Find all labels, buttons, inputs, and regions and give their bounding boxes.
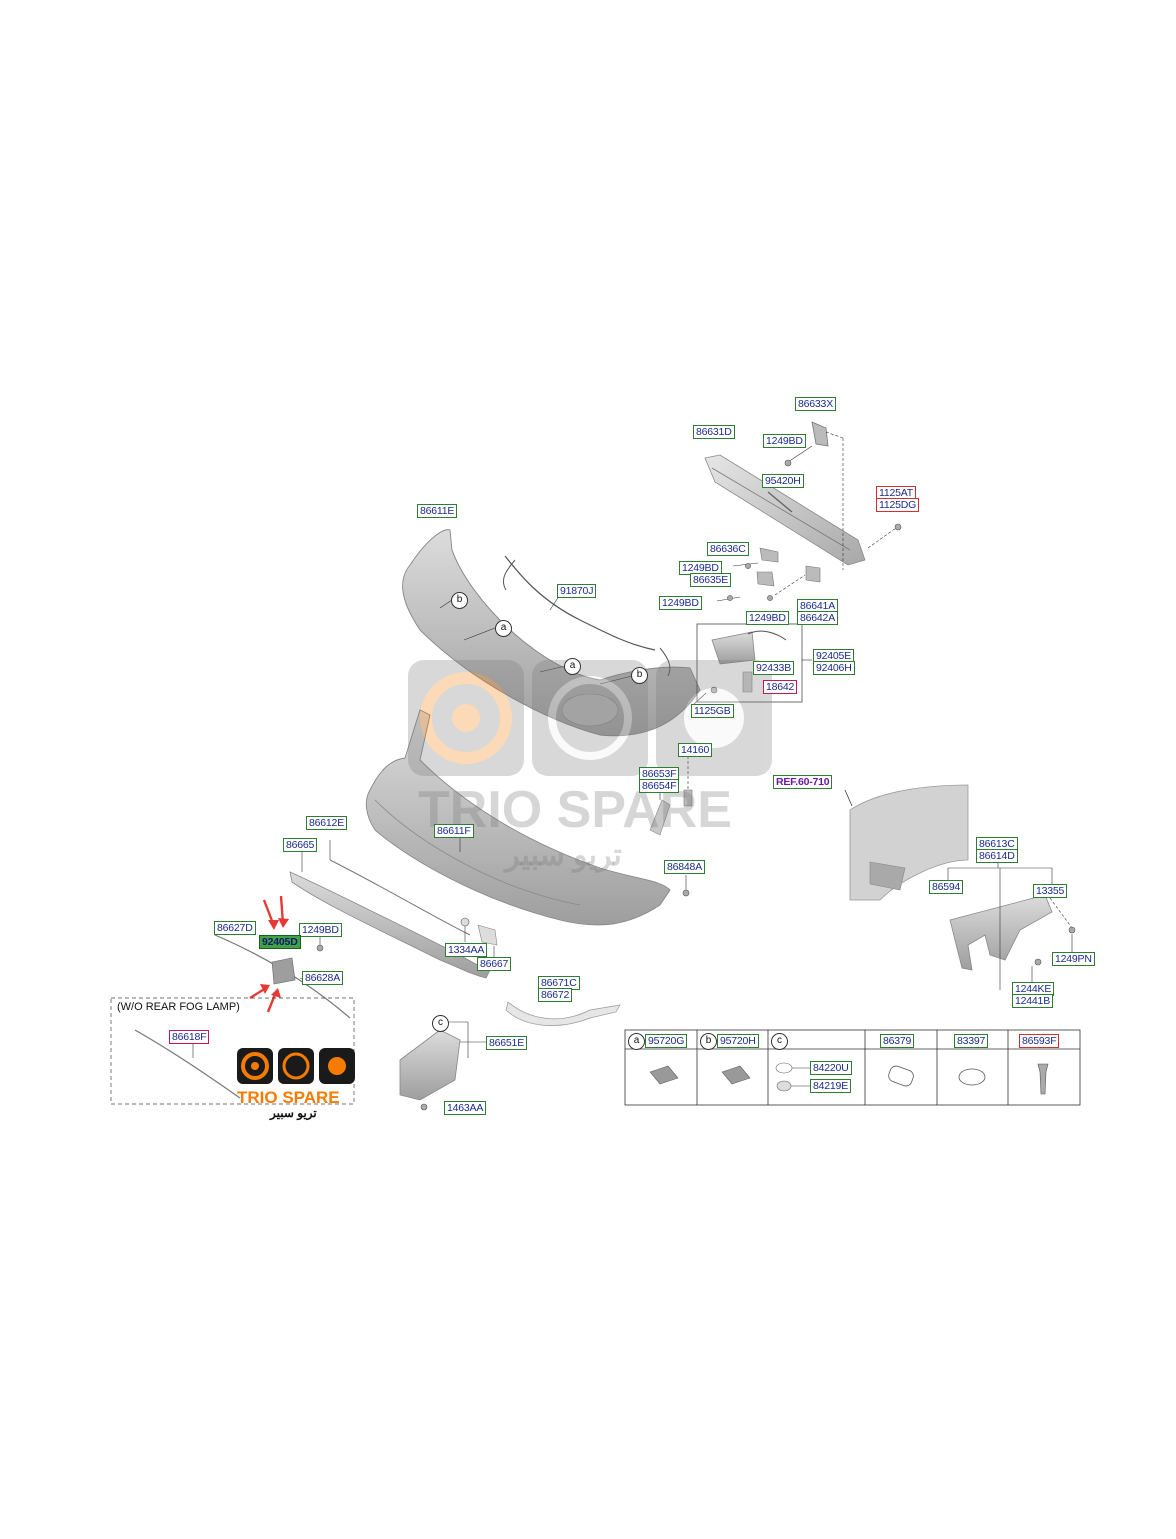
part-label[interactable]: 86635E xyxy=(690,573,732,587)
part-label[interactable]: 1249BD xyxy=(746,611,789,625)
legend-part-label[interactable]: 95720G xyxy=(645,1034,688,1048)
brand-logo-arabic: تريو سبير xyxy=(270,1106,317,1120)
part-label[interactable]: 1334AA xyxy=(445,943,488,957)
highlighted-part-label[interactable]: 92405D xyxy=(259,935,301,949)
bumper-beam-part xyxy=(704,454,866,566)
legend-callout-a: a xyxy=(628,1033,645,1050)
part-label[interactable]: 86614D xyxy=(976,849,1018,863)
part-label[interactable]: 1249BD xyxy=(299,923,342,937)
part-label[interactable]: 86667 xyxy=(477,957,512,971)
callout-a: a xyxy=(495,620,512,637)
part-label[interactable]: 1249PN xyxy=(1052,952,1095,966)
legend-table xyxy=(624,1029,1081,1106)
legend-part-label[interactable]: 86593F xyxy=(1019,1034,1060,1048)
part-label[interactable]: 1125DG xyxy=(876,498,920,512)
part-label[interactable]: 86611E xyxy=(417,504,458,518)
part-label[interactable]: 86665 xyxy=(283,838,318,852)
part-label[interactable]: 92405E xyxy=(813,649,855,663)
part-label[interactable]: 86651E xyxy=(486,1036,528,1050)
legend-callout-b: b xyxy=(700,1033,717,1050)
part-label[interactable]: 1249BD xyxy=(679,561,722,575)
brand-logo-small xyxy=(237,1048,355,1084)
part-label[interactable]: 1125GB xyxy=(691,704,734,718)
part-label[interactable]: 86633X xyxy=(795,397,837,411)
part-label[interactable]: 1125AT xyxy=(876,486,917,500)
part-label[interactable]: 86848A xyxy=(664,860,706,874)
reference-label[interactable]: REF.60-710 xyxy=(773,775,833,789)
part-label[interactable]: 86642A xyxy=(797,611,839,625)
part-label[interactable]: 95420H xyxy=(762,474,804,488)
part-label[interactable]: 86627D xyxy=(214,921,256,935)
upper-bumper-cover-part xyxy=(402,529,701,737)
body-side-panel-part xyxy=(849,784,969,901)
part-label[interactable]: 14160 xyxy=(678,743,713,757)
callout-a: a xyxy=(564,658,581,675)
legend-part-label[interactable]: 84219E xyxy=(810,1079,852,1093)
part-label[interactable]: 86636C xyxy=(707,542,749,556)
part-label[interactable]: 92406H xyxy=(813,661,855,675)
side-bracket-part xyxy=(399,1029,461,1101)
watermark-logo xyxy=(408,660,772,776)
callout-c: c xyxy=(432,1015,449,1032)
callout-b: b xyxy=(631,667,648,684)
watermark-brand-arabic: تريو سبير xyxy=(505,839,622,872)
part-label[interactable]: 86671C xyxy=(538,976,580,990)
legend-callout-c: c xyxy=(771,1033,788,1050)
part-label[interactable]: 1463AA xyxy=(444,1101,487,1115)
part-label[interactable]: 86641A xyxy=(797,599,839,613)
part-label[interactable]: 1249BD xyxy=(659,596,702,610)
legend-part-label[interactable]: 95720H xyxy=(717,1034,759,1048)
part-label[interactable]: 86594 xyxy=(929,880,964,894)
legend-part-label[interactable]: 84220U xyxy=(810,1061,852,1075)
legend-part-label[interactable]: 86379 xyxy=(880,1034,915,1048)
part-label[interactable]: 86672 xyxy=(538,988,573,1002)
diffuser-strip-part xyxy=(289,859,491,979)
legend-part-label[interactable]: 83397 xyxy=(954,1034,989,1048)
part-label[interactable]: 86631D xyxy=(693,425,735,439)
part-label[interactable]: 86628A xyxy=(302,971,344,985)
part-label[interactable]: 12441B xyxy=(1012,994,1054,1008)
part-label[interactable]: 92433B xyxy=(753,661,795,675)
part-label[interactable]: 86611F xyxy=(434,824,474,838)
callout-b: b xyxy=(451,592,468,609)
part-label[interactable]: 13355 xyxy=(1033,884,1068,898)
lower-bumper-cover-part xyxy=(365,709,671,926)
part-label[interactable]: 18642 xyxy=(763,680,798,694)
fog-lamp-part xyxy=(711,631,756,693)
part-label[interactable]: 91870J xyxy=(557,584,597,598)
part-label[interactable]: 1249BD xyxy=(763,434,806,448)
variant-note: (W/O REAR FOG LAMP) xyxy=(117,1001,240,1013)
part-label[interactable]: 86618F xyxy=(169,1030,210,1044)
part-label[interactable]: 86654F xyxy=(639,779,680,793)
brand-logo-latin: TRIO SPARE xyxy=(237,1088,340,1107)
beam-bracket-part xyxy=(811,421,829,447)
side-support-bracket-part xyxy=(949,894,1053,971)
part-label[interactable]: 86612E xyxy=(306,816,348,830)
